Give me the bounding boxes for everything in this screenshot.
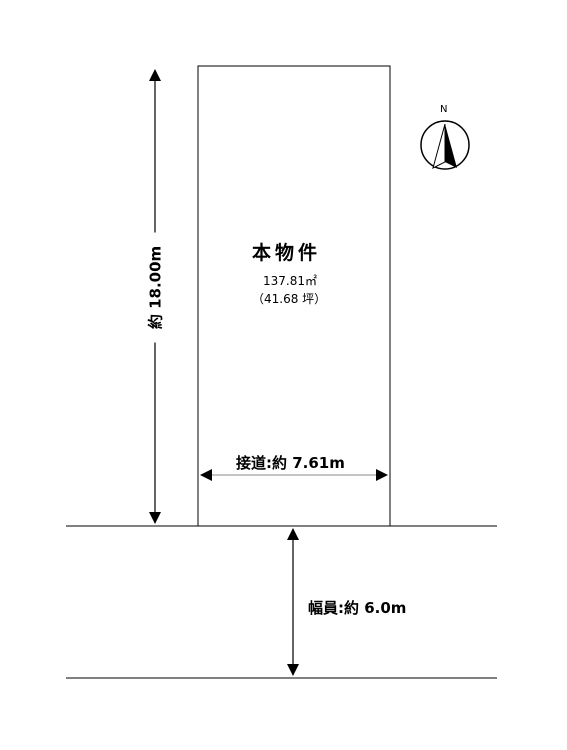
property-area-tsubo: （41.68 坪） [252, 292, 327, 306]
property-title: 本物件 [252, 242, 322, 264]
north-compass-icon [420, 120, 470, 170]
depth-dimension-label: 約 18.00m [144, 232, 166, 343]
frontage-dimension-label: 接道:約 7.61m [234, 452, 347, 473]
property-area-sqm: 137.81㎡ [263, 274, 317, 288]
compass-north-label: N [440, 104, 448, 115]
road-width-dimension-label: 幅員:約 6.0m [306, 597, 409, 618]
